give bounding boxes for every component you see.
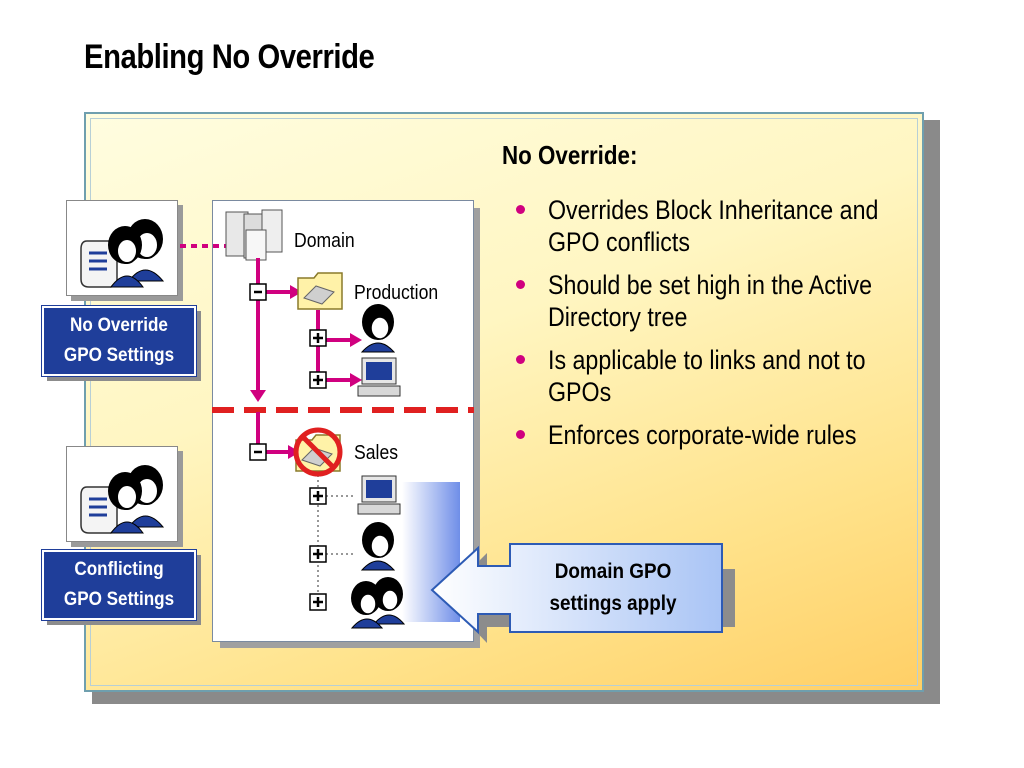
conflicting-gpo-label: Conflicting GPO Settings — [41, 549, 197, 621]
callout-text: Domain GPO settings apply — [519, 556, 708, 620]
list-item: Is applicable to links and not to GPOs — [516, 344, 916, 408]
computer-icon — [357, 475, 401, 515]
plus-signs — [254, 290, 323, 607]
panel-inner-border — [90, 118, 918, 686]
computer-icon — [357, 357, 401, 397]
no-override-label-line1: No Override — [70, 315, 168, 336]
sales-ou-blocked-icon — [293, 427, 343, 477]
domain-gpo-callout-arrow — [430, 543, 735, 643]
bullet-list: Overrides Block Inheritance and GPO conf… — [516, 194, 916, 462]
bullet-dot-icon — [516, 205, 525, 214]
no-override-heading: No Override: — [502, 140, 638, 170]
conflicting-label-line1: Conflicting — [74, 559, 164, 580]
bullet-dot-icon — [516, 355, 525, 364]
no-override-gpo-card — [66, 200, 178, 296]
list-item: Should be set high in the Active Directo… — [516, 269, 916, 333]
callout-line2: settings apply — [549, 592, 677, 615]
callout-line1: Domain GPO — [554, 560, 672, 583]
bullet-dot-icon — [516, 430, 525, 439]
gpo-users-icon — [80, 219, 165, 288]
bullet-text: Overrides Block Inheritance and GPO conf… — [548, 195, 879, 257]
connector-arrowheads — [250, 285, 362, 459]
gpo-users-icon — [80, 465, 165, 534]
conflicting-label-line2: GPO Settings — [63, 589, 175, 610]
sales-label: Sales — [354, 442, 399, 464]
list-item: Overrides Block Inheritance and GPO conf… — [516, 194, 916, 258]
bullet-text: Is applicable to links and not to GPOs — [548, 345, 866, 407]
conflicting-gpo-card — [66, 446, 178, 542]
list-item: Enforces corporate-wide rules — [516, 419, 916, 451]
bullet-text: Enforces corporate-wide rules — [548, 420, 857, 450]
no-override-gpo-label: No Override GPO Settings — [41, 305, 197, 377]
domain-label: Domain — [294, 230, 355, 252]
group-icon — [350, 577, 406, 629]
no-override-label-line2: GPO Settings — [63, 345, 175, 366]
user-icon — [360, 522, 396, 571]
bullet-dot-icon — [516, 280, 525, 289]
production-label: Production — [354, 282, 439, 304]
user-icon — [360, 304, 396, 353]
production-ou-folder-icon — [297, 272, 343, 310]
bullet-text: Should be set high in the Active Directo… — [548, 270, 873, 332]
domain-server-icon — [225, 209, 283, 261]
slide-title: Enabling No Override — [84, 38, 375, 76]
